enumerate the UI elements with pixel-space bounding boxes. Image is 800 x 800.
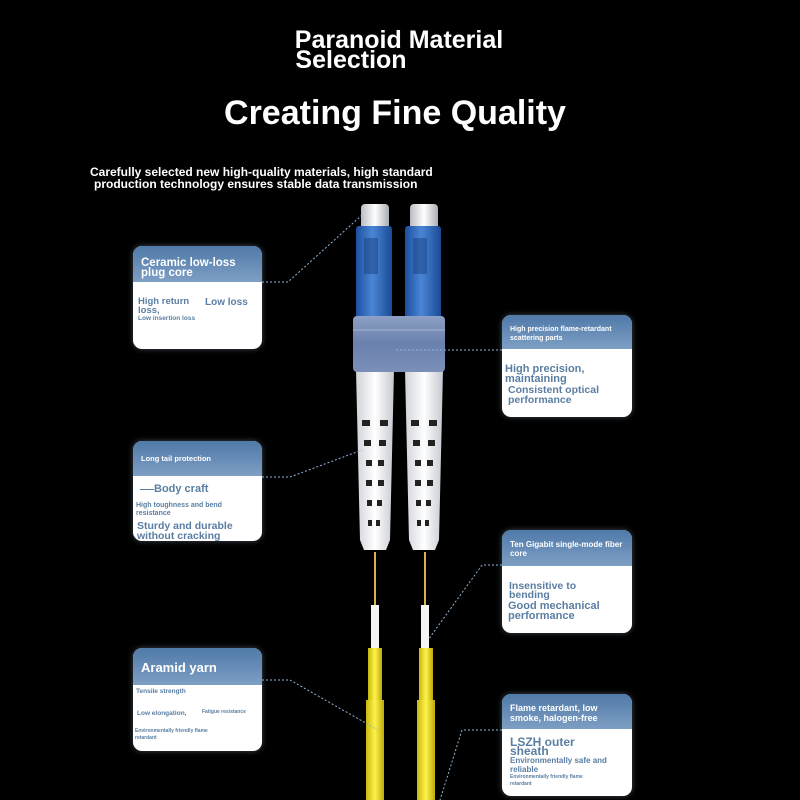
feature-body-craft: Body craft [154, 483, 209, 495]
leader-lszh [439, 729, 502, 800]
leader-fiber [427, 564, 502, 641]
feature-mechanical-performance: Good mechanical performance [508, 600, 600, 622]
leader-aramid [262, 679, 379, 731]
right-connector [405, 204, 443, 550]
feature-safe-reliable: Environmentally safe and reliable [510, 756, 607, 774]
card-title: Aramid yarn [133, 648, 262, 685]
leader-ceramic [262, 214, 363, 283]
left-tail-boot [356, 370, 394, 550]
card-ceramic-plug-core: Ceramic low-loss plug core High return l… [133, 246, 262, 349]
card-flame-retardant-parts: High precision flame-retardant scatterin… [502, 315, 632, 417]
feature-return-loss: High return loss, [138, 296, 190, 316]
feature-high-precision: High precision, maintaining [505, 363, 585, 385]
boot-ribs [362, 420, 437, 526]
card-aramid-yarn: Aramid yarn Tensile strength Low elongat… [133, 648, 262, 751]
card-title: Ceramic low-loss plug core [133, 246, 262, 282]
subtitle: Carefully selected new high-quality mate… [90, 166, 510, 190]
duplex-clip [353, 316, 445, 372]
card-lszh-sheath: Flame retardant, low smoke, halogen-free… [502, 694, 632, 796]
feature-lszh-sheath: LSZH outer sheath [510, 735, 575, 758]
feature-sturdy: Sturdy and durable without cracking [137, 520, 233, 541]
left-connector [356, 204, 394, 550]
card-single-mode-fiber-core: Ten Gigabit single-mode fiber core Insen… [502, 530, 632, 633]
card-title: High precision flame-retardant scatterin… [502, 315, 632, 349]
card-title: Flame retardant, low smoke, halogen-free [502, 694, 632, 729]
feature-bend-insensitive: Insensitive to bending [509, 580, 577, 601]
feature-low-insertion-loss: Low insertion loss [138, 315, 196, 322]
left-ferrule [361, 204, 389, 230]
title-line-2: Selection [295, 46, 407, 74]
subtitle-line-1: Carefully selected new high-quality mate… [90, 165, 433, 179]
card-title: Long tail protection [133, 441, 262, 476]
card-title: Ten Gigabit single-mode fiber core [502, 530, 632, 566]
feature-toughness: High toughness and bend resistance [136, 502, 222, 517]
feature-tensile-strength: Tensile strength [136, 688, 186, 695]
title-line-1: Paranoid Material [294, 26, 504, 54]
feature-low-loss: Low loss [205, 297, 248, 308]
right-ferrule [410, 204, 438, 230]
right-tail-boot [405, 370, 443, 550]
subtitle-line-2: production technology ensures stable dat… [94, 177, 418, 191]
feature-eco-flame-retardant: Environmentally friendly flame retardant [135, 728, 208, 741]
feature-fatigue-resistance: Fatigue resistance [202, 709, 246, 715]
leader-tail [262, 449, 363, 478]
feature-eco-flame-retardant: Environmentally friendly flame retardant [510, 774, 583, 787]
feature-low-elongation: Low elongation, [137, 710, 187, 717]
fiber-cores [371, 552, 429, 653]
card-long-tail-protection: Long tail protection Body craft High tou… [133, 441, 262, 541]
feature-consistent-performance: Consistent optical performance [508, 384, 600, 406]
divider [140, 489, 154, 490]
headline: Creating Fine Quality [224, 94, 566, 132]
